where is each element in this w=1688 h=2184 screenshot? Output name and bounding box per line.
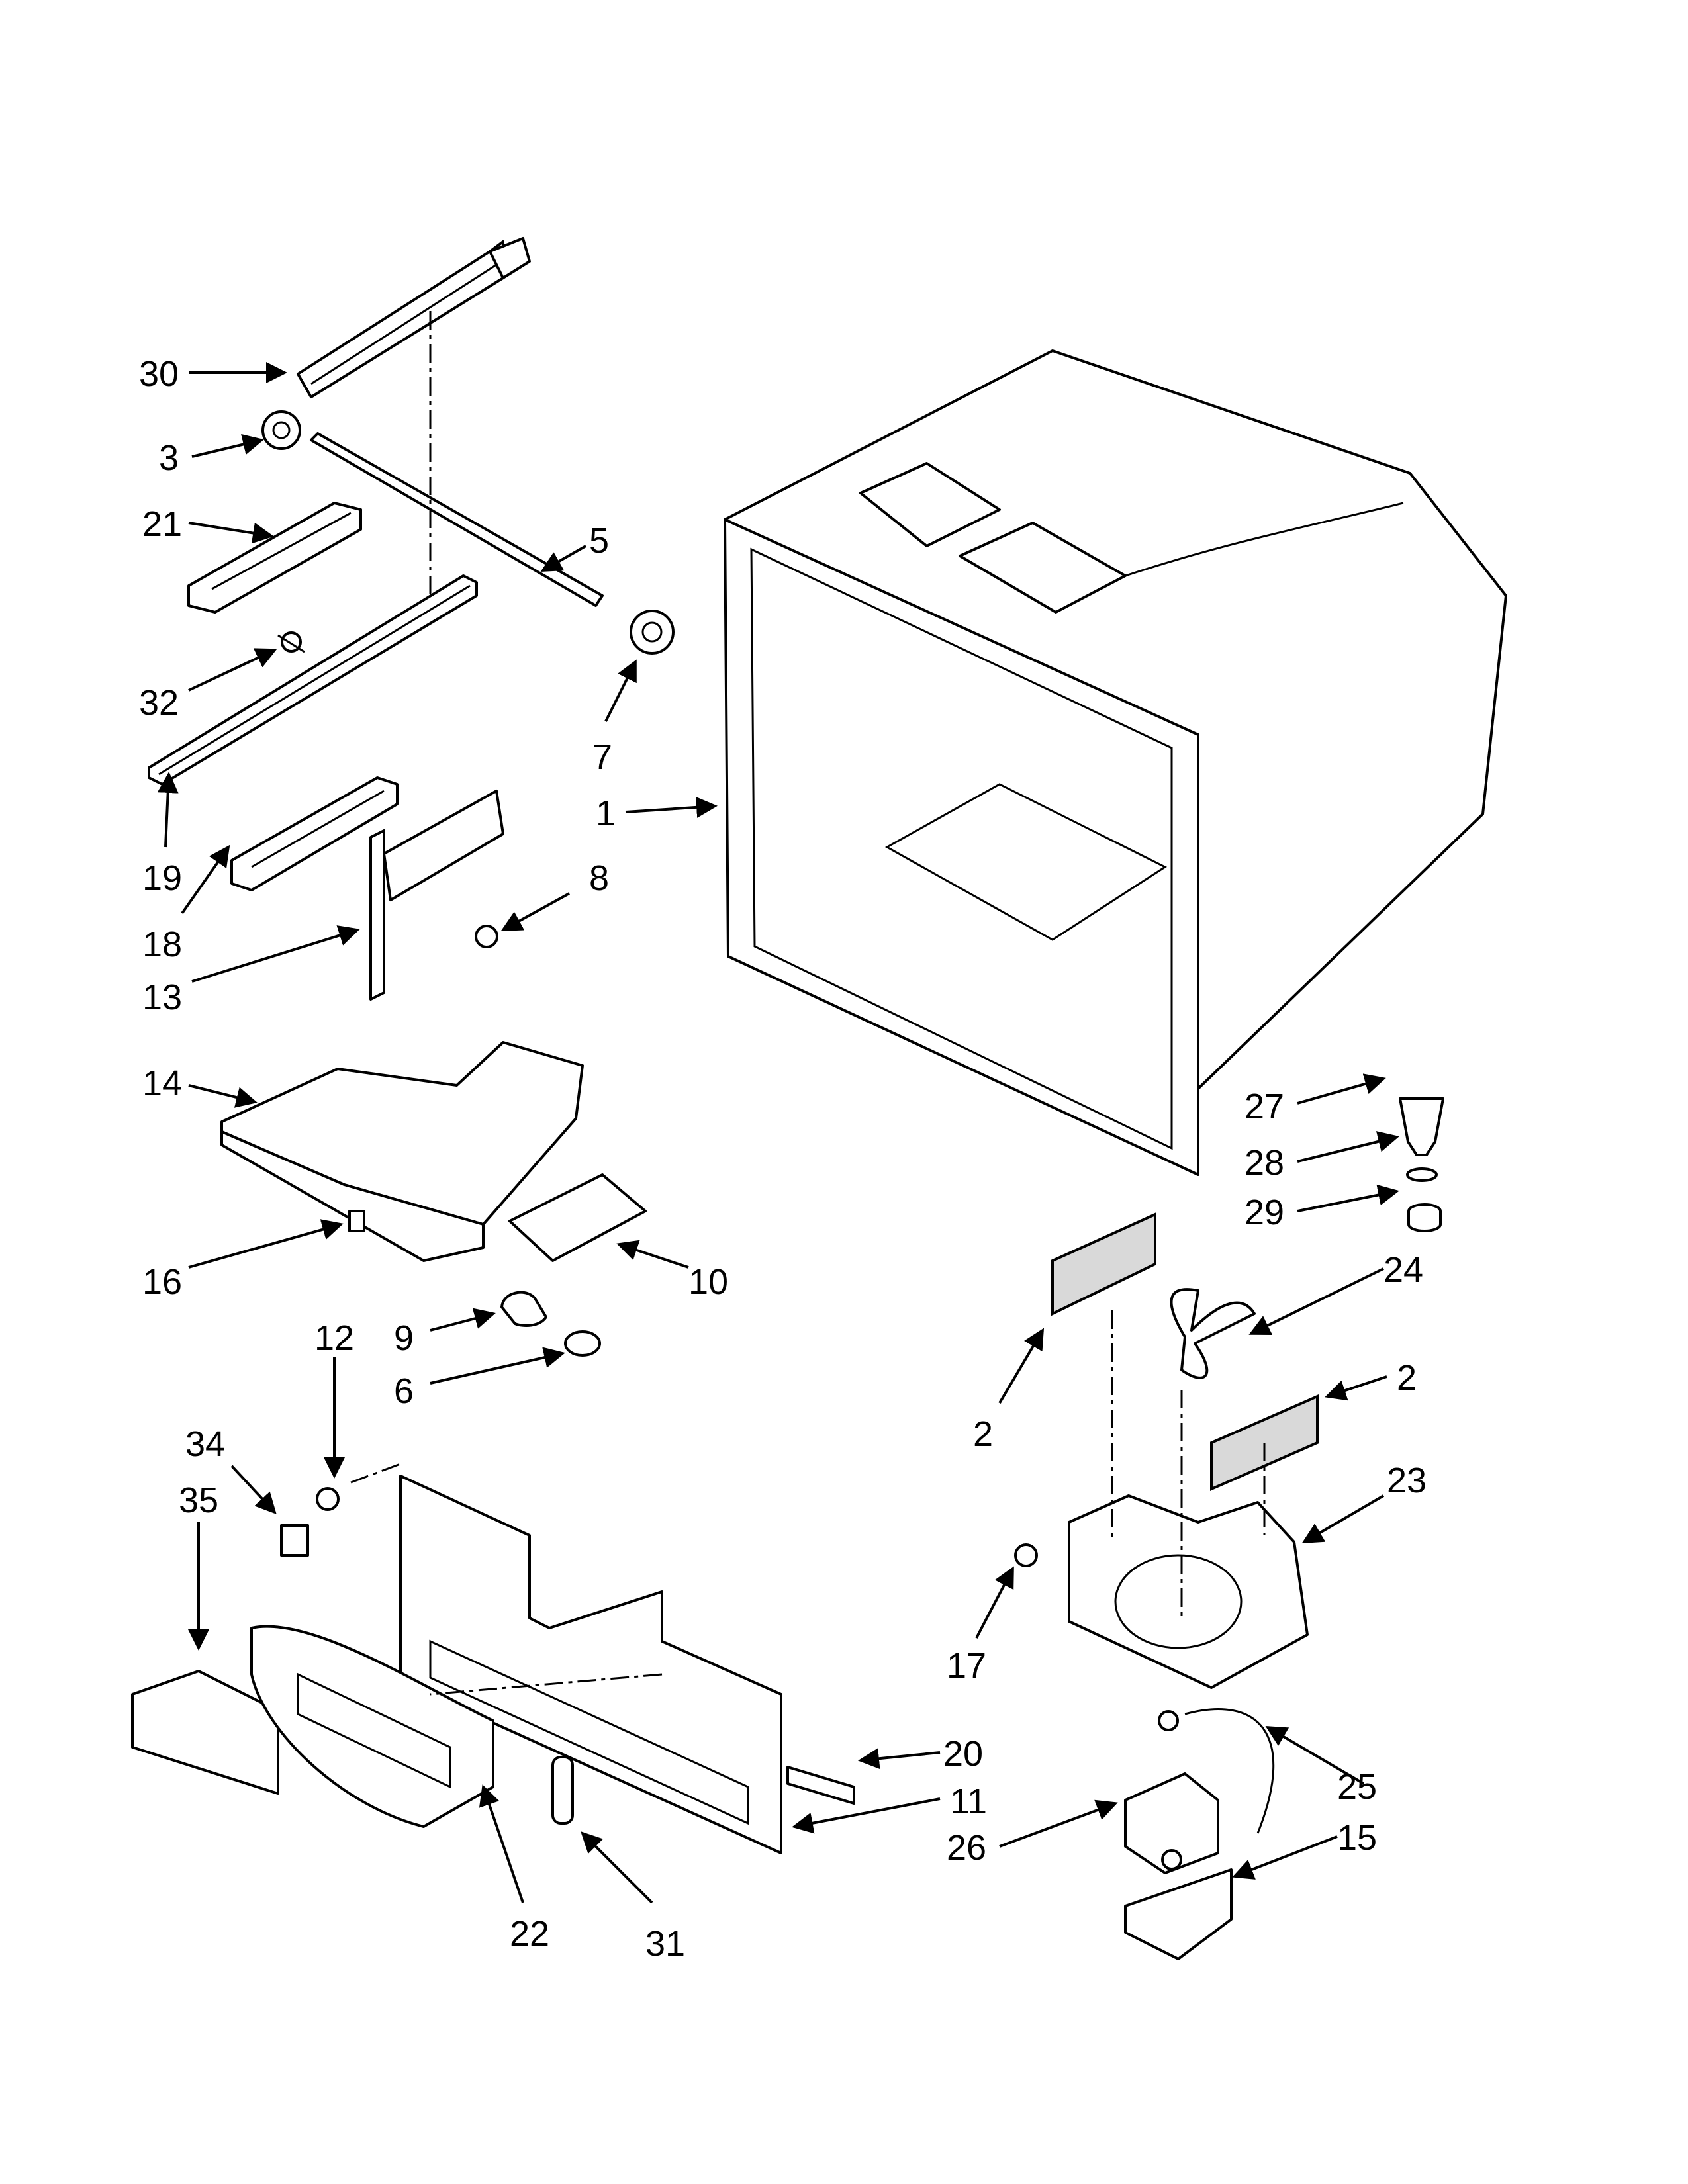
callout-29: 29: [1244, 1193, 1284, 1232]
part-24-fan-blade: [1170, 1288, 1256, 1379]
callout-2b: 2: [1397, 1358, 1417, 1398]
part-13-plate: [369, 790, 504, 1001]
callout-1: 1: [596, 794, 616, 833]
callout-12: 12: [314, 1318, 354, 1358]
callout-15: 15: [1337, 1818, 1377, 1858]
part-12-screw: [316, 1487, 340, 1511]
callout-30: 30: [139, 354, 179, 394]
callout-2a: 2: [973, 1414, 993, 1454]
part-1-liner: [724, 349, 1507, 1176]
part-26-motor: [1124, 1710, 1219, 1874]
callout-25: 25: [1337, 1767, 1377, 1807]
part-16-switch: [348, 1210, 365, 1232]
part-32-screw: [277, 631, 305, 653]
part-2-pad-upper: [1051, 1212, 1156, 1316]
callout-28: 28: [1244, 1143, 1284, 1183]
callout-8: 8: [589, 858, 609, 898]
callout-3: 3: [159, 438, 179, 478]
callout-26: 26: [947, 1828, 986, 1868]
part-5-shaft: [310, 432, 604, 607]
part-25-wire: [1184, 1708, 1275, 1834]
part-21-bracket: [187, 502, 362, 614]
callout-24: 24: [1383, 1250, 1423, 1290]
callout-6: 6: [394, 1371, 414, 1411]
callout-20: 20: [943, 1734, 983, 1774]
callout-13: 13: [142, 978, 182, 1017]
part-11-back-panel: [399, 1475, 782, 1854]
callout-16: 16: [142, 1262, 182, 1302]
callout-22: 22: [510, 1914, 549, 1954]
callout-7: 7: [592, 737, 612, 777]
callout-23: 23: [1387, 1461, 1427, 1500]
part-30-rail: [297, 237, 531, 398]
callout-labels: 30 3 21 5 32 7 1 19 18 8 13 14 27 28 29 …: [139, 354, 1427, 1964]
callout-10: 10: [688, 1262, 728, 1302]
callout-9: 9: [394, 1318, 414, 1358]
part-18-bracket: [230, 776, 399, 891]
part-27-plug: [1399, 1097, 1444, 1156]
callout-27: 27: [1244, 1087, 1284, 1126]
part-28-washer: [1406, 1167, 1438, 1182]
callout-35: 35: [179, 1480, 218, 1520]
callout-5: 5: [589, 521, 609, 561]
part-29-cap: [1407, 1203, 1442, 1232]
part-3-gear: [261, 410, 301, 450]
callout-14: 14: [142, 1064, 182, 1103]
part-31-clip: [551, 1756, 574, 1825]
callout-21: 21: [142, 504, 182, 544]
part-14-tray: [220, 1041, 584, 1262]
callout-18: 18: [142, 925, 182, 964]
part-15-bracket: [1124, 1849, 1233, 1960]
part-20-foam-strip: [786, 1766, 855, 1805]
part-10-sheet: [508, 1173, 647, 1262]
part-23-fan-shroud: [1068, 1494, 1309, 1689]
leader-lines: [157, 362, 1399, 1904]
part-19-slide-rail: [148, 574, 478, 786]
part-7-gear: [630, 610, 675, 655]
callout-32: 32: [139, 683, 179, 723]
callout-34: 34: [185, 1424, 225, 1464]
part-8-screw: [475, 925, 498, 948]
callout-31: 31: [645, 1924, 685, 1964]
callout-17: 17: [947, 1646, 986, 1686]
part-35-cover: [131, 1670, 279, 1795]
part-17-screw: [1014, 1543, 1038, 1567]
callout-11: 11: [950, 1782, 987, 1821]
part-34-damper: [280, 1524, 309, 1557]
part-6-socket: [564, 1330, 601, 1357]
callout-19: 19: [142, 858, 182, 898]
part-9-bulb: [500, 1291, 547, 1327]
